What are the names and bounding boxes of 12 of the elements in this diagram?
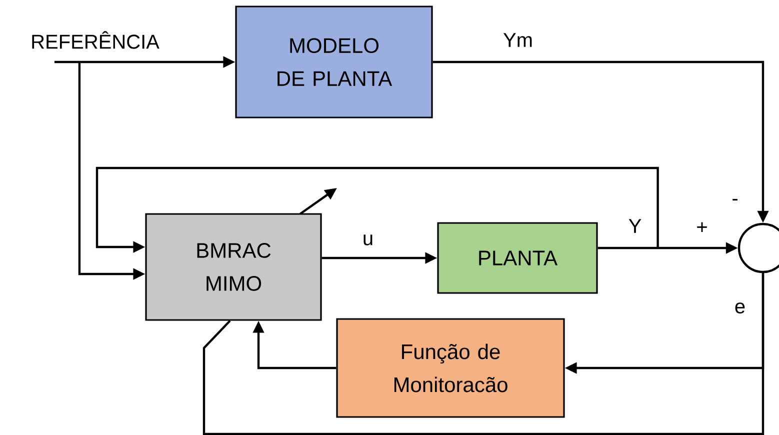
sign-label: - bbox=[732, 198, 738, 200]
sign-label: + bbox=[697, 222, 707, 232]
edge-label: Y bbox=[627, 218, 643, 234]
edge-label: Ym bbox=[502, 32, 534, 48]
input-label: REFERÊNCIA bbox=[32, 31, 160, 49]
process-box: BMRAC MIMO bbox=[145, 213, 322, 321]
edge-label: u bbox=[361, 234, 375, 246]
sign-label: e bbox=[735, 302, 745, 314]
process-box: PLANTA bbox=[437, 222, 598, 294]
process-box: MODELO DE PLANTA bbox=[235, 6, 433, 118]
summing-junction bbox=[738, 222, 779, 274]
process-box: Função de Monitoracão bbox=[336, 318, 565, 418]
